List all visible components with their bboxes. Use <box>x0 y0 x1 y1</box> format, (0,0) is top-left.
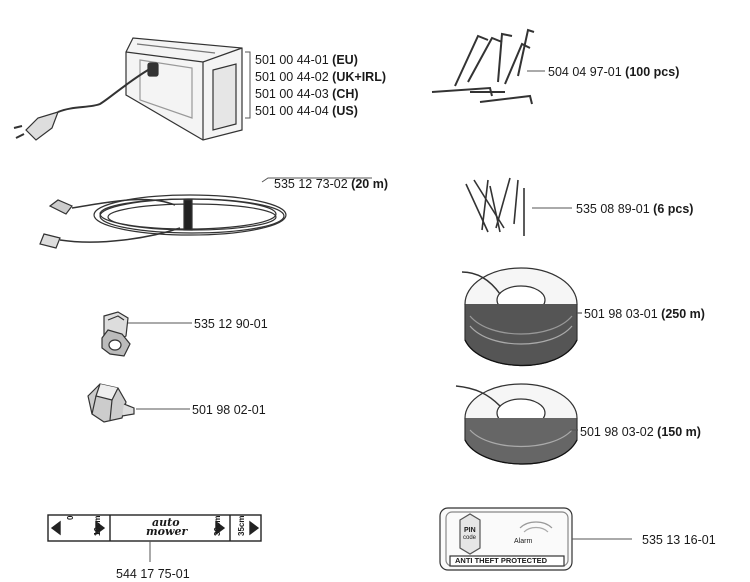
part-number: 504 04 97-01 <box>548 65 622 79</box>
transformer-part-numbers: 501 00 44-01 (EU) 501 00 44-02 (UK+IRL) … <box>255 52 386 120</box>
part-number: 544 17 75-01 <box>116 567 190 581</box>
part-number: 501 98 03-02 <box>580 425 654 439</box>
variant: (UK+IRL) <box>332 70 386 84</box>
quantity: (150 m) <box>657 425 701 439</box>
part-number: 501 00 44-02 <box>255 70 329 84</box>
decal-banner: ANTI THEFT PROTECTED <box>455 556 548 565</box>
part-number: 535 13 16-01 <box>642 533 716 547</box>
wire-150-label: 501 98 03-02 (150 m) <box>580 424 701 440</box>
variant: (US) <box>332 104 358 118</box>
part-number: 501 00 44-03 <box>255 87 329 101</box>
anti-theft-decal-illustration <box>439 507 573 571</box>
decal-label: 535 13 16-01 <box>642 532 716 548</box>
pegs-large-label: 504 04 97-01 (100 pcs) <box>548 64 679 80</box>
wire-250-illustration <box>461 267 578 367</box>
part-number: 501 98 03-01 <box>584 307 658 321</box>
quantity: (20 m) <box>351 177 388 191</box>
connector-illustration <box>101 311 131 357</box>
part-number: 535 12 90-01 <box>194 317 268 331</box>
quantity: (250 m) <box>661 307 705 321</box>
quantity: (6 pcs) <box>653 202 694 216</box>
ruler-mark-35cm: 35cm <box>237 515 246 536</box>
measure-ruler-illustration <box>47 514 262 542</box>
decal-code: code <box>463 535 477 541</box>
ruler-logo-auto: auto <box>152 516 180 529</box>
part-number: 535 12 73-02 <box>274 177 348 191</box>
coupler-illustration <box>87 383 135 423</box>
connector-label: 535 12 90-01 <box>194 316 268 332</box>
ruler-mark-30cm: 30cm <box>213 515 222 536</box>
wire-150-illustration <box>455 383 578 465</box>
pegs-small-label: 535 08 89-01 (6 pcs) <box>576 201 693 217</box>
variant: (CH) <box>332 87 359 101</box>
ruler-mark-0: 0 <box>66 515 75 520</box>
part-number: 501 98 02-01 <box>192 403 266 417</box>
part-number: 501 00 44-01 <box>255 53 329 67</box>
low-voltage-cable-illustration <box>39 194 287 249</box>
measure-ruler-label: 544 17 75-01 <box>116 566 190 582</box>
transformer-illustration <box>13 37 243 141</box>
variant: (EU) <box>332 53 358 67</box>
pegs-large-illustration <box>431 28 535 105</box>
ruler-mark-10cm: 10cm <box>93 515 102 536</box>
part-number: 535 08 89-01 <box>576 202 650 216</box>
coupler-label: 501 98 02-01 <box>192 402 266 418</box>
decal-alarm: Alarm <box>514 538 533 545</box>
part-number: 501 00 44-04 <box>255 104 329 118</box>
decal-pin: PIN <box>464 527 476 534</box>
low-voltage-cable-label: 535 12 73-02 (20 m) <box>274 176 388 192</box>
ruler-logo-mower: mower <box>146 525 188 538</box>
quantity: (100 pcs) <box>625 65 680 79</box>
wire-250-label: 501 98 03-01 (250 m) <box>584 306 705 322</box>
pegs-small-illustration <box>465 177 525 236</box>
